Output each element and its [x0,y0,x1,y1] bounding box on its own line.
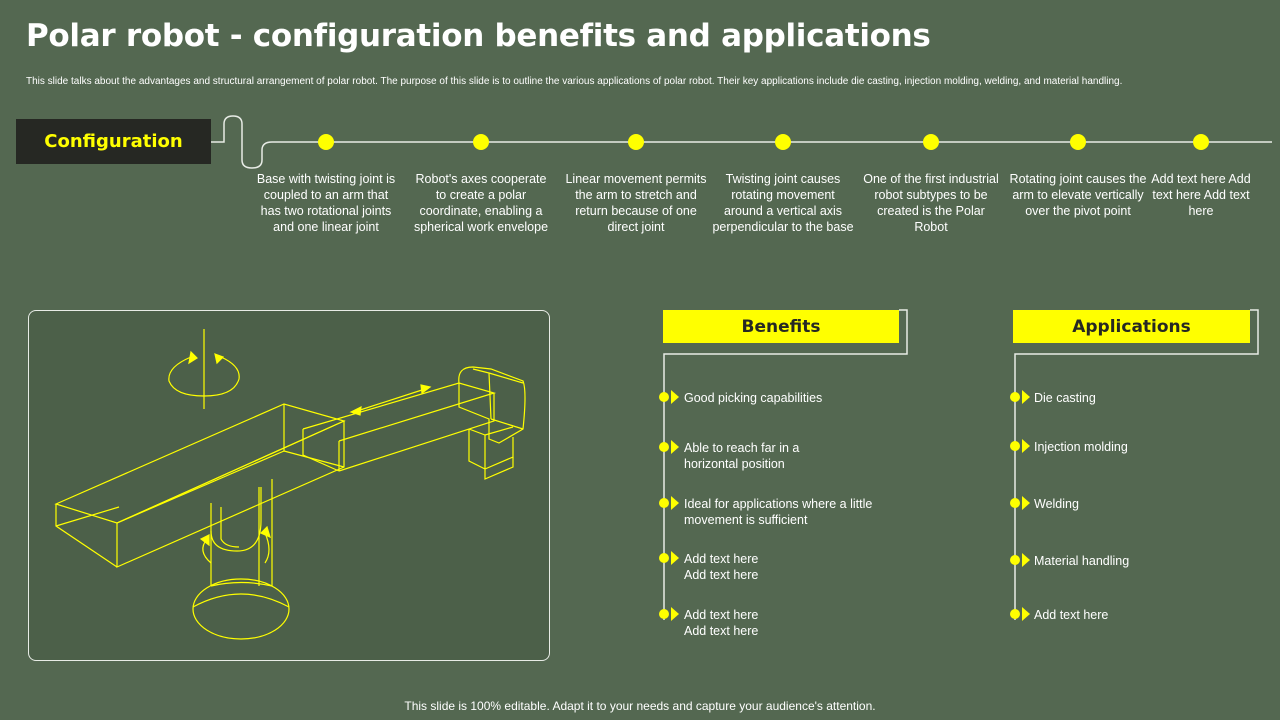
application-item: Add text here [1034,608,1109,622]
page-title: Polar robot - configuration benefits and… [26,18,931,54]
page-subtitle: This slide talks about the advantages an… [26,76,1123,87]
application-item: Material handling [1034,554,1130,568]
application-bullets [1010,390,1030,621]
timeline-dot [628,134,644,150]
config-item: One of the first industrial robot subtyp… [863,172,999,234]
application-item: Injection molding [1034,440,1128,454]
config-item: Robot's axes cooperate to create a polar… [413,172,549,234]
timeline-dot [923,134,939,150]
config-item: Base with twisting joint is coupled to a… [256,172,396,234]
config-item: Linear movement permits the arm to stret… [565,172,707,234]
benefit-item: Add text here Add text here [684,552,759,582]
robot-illustration-panel [28,310,550,661]
benefit-item: Able to reach far in a horizontal positi… [684,441,800,471]
timeline-dot [775,134,791,150]
benefit-bullets [659,390,679,621]
configuration-label: Configuration [16,119,211,164]
polar-robot-icon [54,329,526,640]
application-item: Die casting [1034,391,1096,405]
benefit-item: Good picking capabilities [684,391,823,405]
benefit-item: Ideal for applications where a little mo… [684,497,873,527]
applications-header: Applications [1013,310,1250,343]
timeline-dot [1070,134,1086,150]
benefit-item: Add text here Add text here [684,608,759,638]
config-item: Rotating joint causes the arm to elevate… [1009,172,1147,218]
timeline-dot [318,134,334,150]
application-item: Welding [1034,497,1079,511]
timeline-dots [318,134,1209,150]
config-item: Add text here Add text here Add text her… [1151,172,1251,218]
timeline-dot [473,134,489,150]
footer-note: This slide is 100% editable. Adapt it to… [404,699,876,713]
config-item: Twisting joint causes rotating movement … [712,172,854,234]
benefits-header: Benefits [663,310,899,343]
timeline-dot [1193,134,1209,150]
